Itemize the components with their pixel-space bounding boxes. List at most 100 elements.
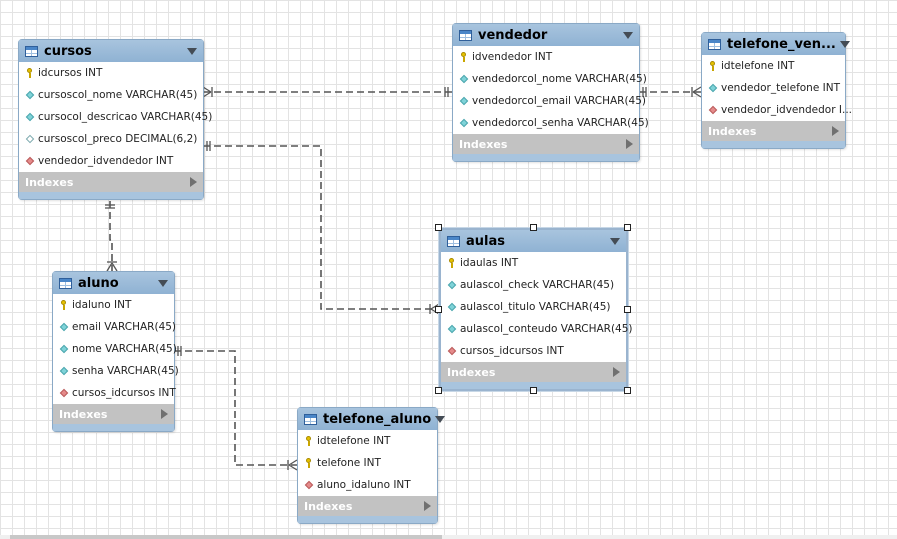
column-row[interactable]: cursocol_descricao VARCHAR(45) — [19, 106, 212, 128]
column-text: aulascol_check VARCHAR(45) — [460, 279, 615, 291]
table-cursos[interactable]: cursos idcursos INT cursoscol_nome VARCHAR… — [18, 39, 212, 200]
collapse-triangle-icon[interactable] — [158, 279, 168, 287]
expand-triangle-icon[interactable] — [613, 367, 620, 377]
expand-triangle-icon[interactable] — [190, 177, 197, 187]
column-row[interactable]: cursoscol_preco DECIMAL(6,2) — [19, 128, 203, 150]
primary-key-icon — [304, 458, 314, 468]
resize-handle[interactable] — [435, 305, 442, 313]
table-name: aluno — [78, 275, 119, 291]
nullable-column-icon — [25, 134, 35, 144]
collapse-triangle-icon[interactable] — [610, 237, 620, 245]
column-row[interactable]: aulascol_check VARCHAR(45) — [441, 274, 626, 296]
horizontal-scrollbar[interactable] — [0, 535, 897, 539]
column-row[interactable]: senha VARCHAR(45) — [53, 360, 179, 382]
column-text: idaluno INT — [72, 299, 132, 311]
column-row[interactable]: idaluno INT — [53, 294, 174, 316]
primary-key-icon — [447, 258, 457, 268]
column-row[interactable]: idcursos INT — [19, 62, 203, 84]
resize-handle[interactable] — [624, 305, 631, 313]
primary-key-icon — [25, 68, 35, 78]
column-icon — [459, 96, 469, 106]
column-icon — [459, 118, 469, 128]
column-text: aulascol_conteudo VARCHAR(45) — [460, 323, 633, 335]
relationship-line — [174, 350, 297, 466]
column-text: idcursos INT — [38, 67, 103, 79]
column-text: cursoscol_preco DECIMAL(6,2) — [38, 133, 198, 145]
indexes-label: Indexes — [59, 407, 108, 421]
column-row[interactable]: idaulas INT — [441, 252, 626, 274]
column-row[interactable]: cursos_idcursos INT — [441, 340, 626, 362]
table-name: telefone_ven... — [727, 36, 836, 52]
relationship-line — [203, 145, 439, 310]
column-row[interactable]: vendedor_idvendedor INT — [19, 150, 203, 172]
indexes-row[interactable]: Indexes — [453, 134, 639, 154]
column-row[interactable]: vendedorcol_senha VARCHAR(45) — [453, 112, 649, 134]
column-row[interactable]: vendedorcol_nome VARCHAR(45) — [453, 68, 647, 90]
resize-handle[interactable] — [435, 224, 442, 231]
column-row[interactable]: aluno_idaluno INT — [298, 474, 437, 496]
column-row[interactable]: cursoscol_nome VARCHAR(45) — [19, 84, 203, 106]
primary-key-icon — [304, 436, 314, 446]
column-row[interactable]: idtelefone INT — [298, 430, 437, 452]
column-row[interactable]: nome VARCHAR(45) — [53, 338, 177, 360]
column-row[interactable]: cursos_idcursos INT — [53, 382, 176, 404]
indexes-row[interactable]: Indexes — [441, 362, 626, 382]
collapse-triangle-icon[interactable] — [187, 47, 197, 55]
table-header[interactable]: cursos — [19, 40, 203, 62]
column-row[interactable]: aulascol_conteudo VARCHAR(45) — [441, 318, 633, 340]
column-row[interactable]: aulascol_titulo VARCHAR(45) — [441, 296, 626, 318]
column-row[interactable]: idtelefone INT — [702, 55, 845, 77]
resize-handle[interactable] — [624, 224, 631, 231]
foreign-key-icon — [25, 156, 35, 166]
column-row[interactable]: vendedorcol_email VARCHAR(45) — [453, 90, 646, 112]
table-vendedor[interactable]: vendedor idvendedor INT vendedorcol_nome V… — [452, 23, 649, 162]
column-text: cursoscol_nome VARCHAR(45) — [38, 89, 198, 101]
column-text: nome VARCHAR(45) — [72, 343, 177, 355]
table-header[interactable]: telefone_ven... — [702, 33, 850, 55]
foreign-key-icon — [59, 388, 69, 398]
column-row[interactable]: telefone INT — [298, 452, 437, 474]
column-row[interactable]: vendedor_idvendedor I... — [702, 99, 852, 121]
table-telefone-vendedor[interactable]: telefone_ven... idtelefone INT vendedor_te… — [701, 32, 852, 149]
table-header[interactable]: telefone_aluno — [298, 408, 446, 430]
resize-handle[interactable] — [529, 387, 537, 394]
table-aluno[interactable]: aluno idaluno INT email VARCHAR(45) nome VA… — [52, 271, 179, 432]
table-icon — [459, 29, 472, 41]
resize-handle[interactable] — [624, 387, 631, 394]
table-header[interactable]: aulas — [441, 230, 626, 252]
expand-triangle-icon[interactable] — [424, 501, 431, 511]
table-icon — [447, 235, 460, 247]
indexes-row[interactable]: Indexes — [298, 496, 437, 516]
crow-foot-marker — [111, 262, 118, 272]
column-row[interactable]: idvendedor INT — [453, 46, 639, 68]
resize-handle[interactable] — [529, 224, 537, 231]
collapse-triangle-icon[interactable] — [623, 31, 633, 39]
resize-handle[interactable] — [435, 387, 442, 394]
expand-triangle-icon[interactable] — [161, 409, 168, 419]
indexes-row[interactable]: Indexes — [702, 121, 845, 141]
column-row[interactable]: email VARCHAR(45) — [53, 316, 176, 338]
collapse-triangle-icon[interactable] — [435, 415, 446, 423]
column-text: cursocol_descricao VARCHAR(45) — [38, 111, 213, 123]
column-text: aulascol_titulo VARCHAR(45) — [460, 301, 611, 313]
collapse-triangle-icon[interactable] — [839, 40, 850, 48]
crow-foot-marker — [288, 459, 298, 466]
column-row[interactable]: vendedor_telefone INT — [702, 77, 845, 99]
primary-key-icon — [59, 300, 69, 310]
table-header[interactable]: aluno — [53, 272, 174, 294]
column-text: idvendedor INT — [472, 51, 553, 63]
table-footer — [441, 382, 626, 389]
indexes-label: Indexes — [447, 365, 496, 379]
indexes-row[interactable]: Indexes — [53, 404, 174, 424]
table-header[interactable]: vendedor — [453, 24, 639, 46]
table-footer — [453, 154, 639, 161]
indexes-row[interactable]: Indexes — [19, 172, 203, 192]
column-icon — [59, 322, 69, 332]
expand-triangle-icon[interactable] — [626, 139, 633, 149]
expand-triangle-icon[interactable] — [832, 126, 839, 136]
horizontal-scrollbar-thumb[interactable] — [10, 535, 442, 539]
column-text: vendedor_telefone INT — [721, 82, 841, 94]
